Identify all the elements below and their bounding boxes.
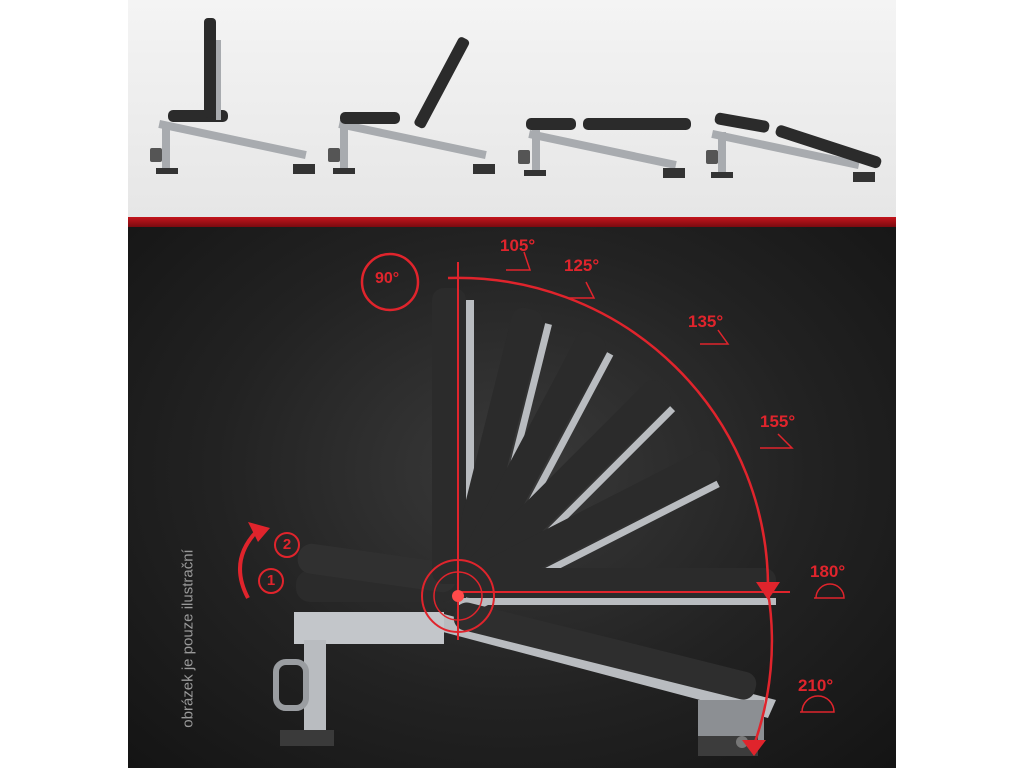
product-illustration: 90° 105° 125° 135° 155° 180° 210° 1 2 ob… [128, 0, 896, 768]
angle-label-125: 125° [564, 256, 600, 275]
bench-thumbnails [150, 18, 882, 182]
angle-label-210: 210° [798, 676, 834, 695]
seat-adjust-arrow [238, 522, 270, 599]
angle-label-155: 155° [760, 412, 796, 431]
bench-thumb-flat [518, 118, 691, 178]
red-divider-band [128, 217, 896, 227]
bench-thumb-incline [328, 37, 495, 174]
angle-label-135: 135° [688, 312, 724, 331]
angle-icons [506, 251, 845, 713]
backrest-positions [432, 288, 776, 700]
angle-guides [360, 252, 790, 756]
angle-label-90: 90° [375, 270, 400, 287]
disclaimer-text: obrázek je pouze ilustrační [179, 549, 197, 728]
angle-label-180: 180° [810, 562, 846, 581]
step-2-badge: 2 [274, 532, 300, 558]
seat-pads [296, 543, 457, 602]
bench-positions-strip [128, 0, 896, 218]
step-1-badge: 1 [258, 568, 284, 594]
angle-label-105: 105° [500, 236, 536, 255]
bench-thumb-upright [150, 18, 315, 174]
bench-thumb-decline [706, 112, 882, 182]
adjustment-diagram [238, 251, 845, 756]
